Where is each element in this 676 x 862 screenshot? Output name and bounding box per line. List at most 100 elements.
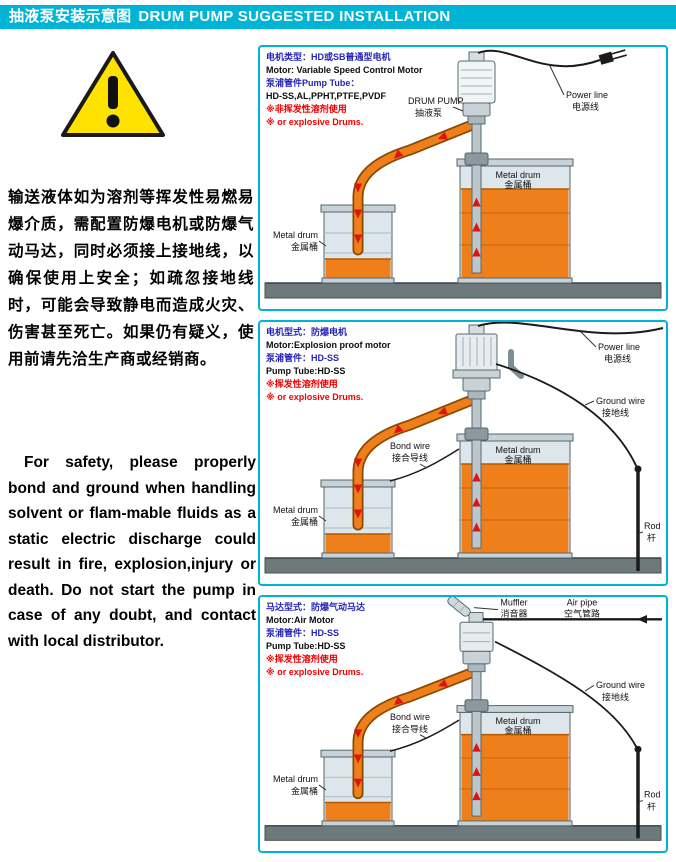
label-air-pipe: Air pipe xyxy=(567,598,598,608)
label-power-line-cn: 电源线 xyxy=(604,353,631,364)
leader-line xyxy=(638,800,644,803)
label-rod-cn: 杆 xyxy=(647,800,656,811)
label-ground-wire-cn: 接地线 xyxy=(602,407,629,418)
floor xyxy=(264,557,662,574)
installation-diagram-explosion-proof: Power line 电源线 Ground wire 接地线 Bond wire… xyxy=(264,322,664,574)
leader-line xyxy=(318,784,327,791)
label-metal-drum-left: Metal drum xyxy=(273,774,318,784)
spec-line: Pump Tube:HD-SS xyxy=(266,641,346,651)
spec-block: 马达型式：防爆气动马达 Motor:Air Motor 泵浦管件：HD-SS P… xyxy=(266,601,365,679)
diagram-labels: DRUM PUMP 抽液泵 Power line 电源线 Metal drum … xyxy=(273,63,608,252)
spec-line: Motor: Variable Speed Control Motor xyxy=(266,65,423,75)
ground-wire xyxy=(495,363,639,471)
pump-collar xyxy=(462,650,491,673)
power-cord xyxy=(477,322,664,335)
label-muffler: Muffler xyxy=(500,598,527,608)
leader-line xyxy=(584,400,595,406)
leader-line xyxy=(452,106,464,112)
panel-explosion-proof-motor: 电机型式：防爆电机 Motor:Explosion proof motor 泵浦… xyxy=(258,320,668,586)
leader-line xyxy=(419,463,428,469)
label-metal-drum-right: Metal drum xyxy=(495,170,540,180)
warning-triangle-icon xyxy=(61,51,165,137)
pump-motor xyxy=(457,51,496,104)
label-ground-wire: Ground wire xyxy=(596,396,645,406)
label-bond-wire-cn: 接合导线 xyxy=(392,452,428,463)
spec-line: 泵浦管件Pump Tube： xyxy=(266,78,360,88)
page-title-cn: 抽液泵安装示意图 xyxy=(9,8,132,25)
label-rod: Rod xyxy=(644,521,661,531)
installation-diagram-standard-motor: DRUM PUMP 抽液泵 Power line 电源线 Metal drum … xyxy=(264,49,662,299)
spec-block: 电机类型：HD或SB普通型电机 Motor: Variable Speed Co… xyxy=(266,51,423,129)
power-cord xyxy=(477,49,627,68)
panel-air-motor: 马达型式：防爆气动马达 Motor:Air Motor 泵浦管件：HD-SS P… xyxy=(258,595,668,853)
label-power-line-cn: 电源线 xyxy=(572,101,599,112)
label-power-line: Power line xyxy=(598,342,640,352)
spec-warning-line: ※ or explosive Drums. xyxy=(266,117,364,127)
label-air-pipe-cn: 空气管路 xyxy=(564,608,600,619)
leader-line xyxy=(638,531,644,534)
spec-warning-line: ※挥发性溶剂使用 xyxy=(266,379,338,389)
panel-standard-motor: 电机类型：HD或SB普通型电机 Motor: Variable Speed Co… xyxy=(258,45,668,311)
safety-paragraph-cn: 输送液体如为溶剂等挥发性易燃易爆介质，需配置防爆电机或防爆气动马达，同时必须接上… xyxy=(8,189,254,368)
spec-warning-line: ※ or explosive Drums. xyxy=(266,667,364,677)
leader-line xyxy=(419,734,428,739)
label-metal-drum-right-cn: 金属桶 xyxy=(504,454,531,465)
spec-warning-line: ※ or explosive Drums. xyxy=(266,392,364,402)
bond-wire xyxy=(389,719,460,752)
label-ground-wire-cn: 接地线 xyxy=(602,691,629,702)
label-metal-drum-left: Metal drum xyxy=(273,230,318,240)
label-metal-drum-right-cn: 金属桶 xyxy=(504,179,531,190)
label-metal-drum-right: Metal drum xyxy=(496,716,541,726)
label-bond-wire: Bond wire xyxy=(390,441,430,451)
spec-line: Pump Tube:HD-SS xyxy=(266,366,346,376)
leader-line xyxy=(318,240,327,247)
leader-line xyxy=(548,63,565,96)
ground-wire xyxy=(494,640,639,751)
label-rod-cn: 杆 xyxy=(647,532,656,543)
spec-line: 电机类型：HD或SB普通型电机 xyxy=(266,52,391,62)
label-rod: Rod xyxy=(644,790,661,800)
page-title-bar: 抽液泵安装示意图 DRUM PUMP SUGGESTED INSTALLATION xyxy=(0,5,676,29)
label-metal-drum-left-cn: 金属桶 xyxy=(291,241,318,252)
air-pipe-line xyxy=(483,615,662,624)
label-ground-wire: Ground wire xyxy=(596,680,645,690)
spec-line: 电机型式：防爆电机 xyxy=(266,327,348,337)
spec-line: Motor:Explosion proof motor xyxy=(266,340,391,350)
diagram-labels: Power line 电源线 Ground wire 接地线 Bond wire… xyxy=(273,331,661,543)
installation-diagram-air-motor: Muffler 消音器 Air pipe 空气管路 Ground wire 接地… xyxy=(264,597,662,842)
spec-line: HD-SS,AL,PPHT,PTFE,PVDF xyxy=(266,91,387,101)
label-power-line: Power line xyxy=(566,90,608,100)
page-title-en: DRUM PUMP SUGGESTED INSTALLATION xyxy=(138,8,451,25)
air-flow-arrow-icon xyxy=(637,615,647,624)
spec-warning-line: ※挥发性溶剂使用 xyxy=(266,654,338,664)
ground-rod xyxy=(634,465,642,571)
safety-paragraph-en: For safety, please properly bond and gro… xyxy=(8,454,256,650)
spec-line: 马达型式：防爆气动马达 xyxy=(266,602,366,612)
leader-line xyxy=(584,684,595,692)
spec-line: 泵浦管件：HD-SS xyxy=(266,353,340,363)
diagram-labels: Muffler 消音器 Air pipe 空气管路 Ground wire 接地… xyxy=(273,598,661,811)
label-metal-drum-left-cn: 金属桶 xyxy=(291,516,318,527)
leader-line xyxy=(473,607,499,611)
spec-block: 电机型式：防爆电机 Motor:Explosion proof motor 泵浦… xyxy=(266,326,390,404)
muffler-shape xyxy=(447,597,471,617)
power-plug-icon xyxy=(598,49,627,65)
spec-line: 泵浦管件：HD-SS xyxy=(266,628,340,638)
leader-line xyxy=(318,515,327,522)
label-metal-drum-left-cn: 金属桶 xyxy=(291,785,318,796)
ground-rod xyxy=(634,745,642,839)
leader-line xyxy=(580,331,597,348)
label-drum-pump-cn: 抽液泵 xyxy=(415,107,442,118)
spec-line: Motor:Air Motor xyxy=(266,615,334,625)
label-bond-wire-cn: 接合导线 xyxy=(392,723,428,734)
pump-collar xyxy=(462,377,491,400)
label-muffler-cn: 消音器 xyxy=(500,608,527,619)
pump-collar xyxy=(462,102,491,125)
label-bond-wire: Bond wire xyxy=(390,712,430,722)
label-drum-pump: DRUM PUMP xyxy=(408,96,464,106)
floor xyxy=(264,282,662,299)
dispensing-nozzle xyxy=(508,349,524,379)
label-metal-drum-right: Metal drum xyxy=(495,445,540,455)
label-metal-drum-right-cn: 金属桶 xyxy=(504,725,531,736)
